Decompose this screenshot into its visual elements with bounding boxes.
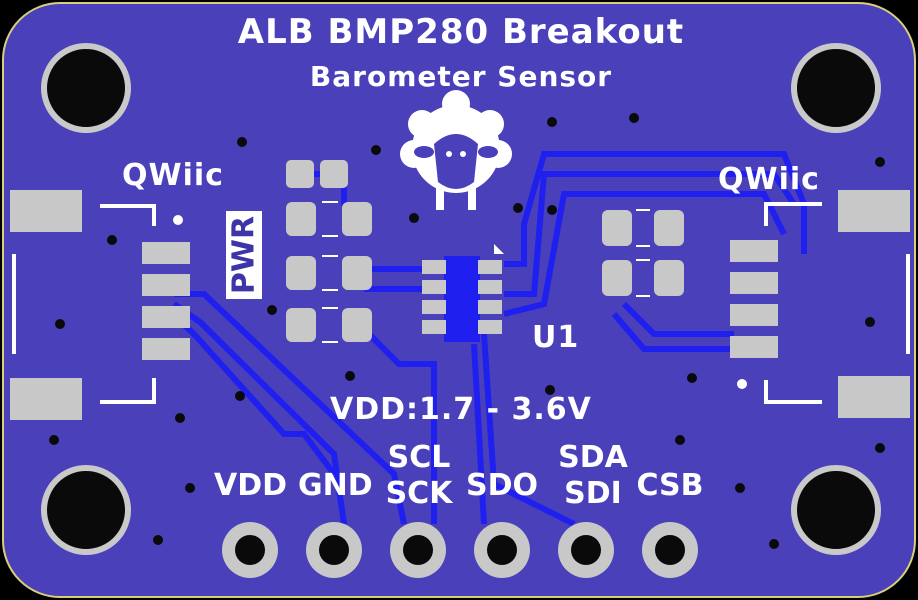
pin-label-line1: SCL xyxy=(387,440,451,475)
pin-1-marker-icon xyxy=(494,244,504,254)
header-pins xyxy=(222,522,698,578)
pin-label-line2: SCK xyxy=(385,476,453,511)
pin-label-gnd: GND xyxy=(298,468,373,503)
pcb-artwork xyxy=(10,43,910,578)
voltage-range-label: VDD:1.7 - 3.6V xyxy=(330,392,592,427)
vias xyxy=(49,113,885,549)
pin-label-line1: CSB xyxy=(636,468,704,503)
mounting-hole-icon xyxy=(41,43,131,133)
pin-label-line2: SDI xyxy=(564,476,622,511)
pin-label-scl-sck: SCL SCK xyxy=(378,440,460,512)
mounting-hole-icon xyxy=(791,465,881,555)
pin-label-sdo: SDO xyxy=(466,468,538,503)
pin-label-sda-sdi: SDA SDI xyxy=(552,440,634,512)
qwiic-connector-right xyxy=(730,190,910,418)
mounting-hole-icon xyxy=(41,465,131,555)
power-led-label: PWR xyxy=(226,211,262,299)
sheep-logo-icon xyxy=(400,90,512,210)
power-label-text: PWR xyxy=(226,215,262,295)
qwiic-left-label: QWiic xyxy=(122,158,224,193)
passive-outlines-right xyxy=(636,209,650,297)
pin-label-line1: GND xyxy=(298,468,373,503)
passive-components-left xyxy=(286,160,372,342)
passive-outlines-left xyxy=(322,201,338,343)
qwiic-right-label: QWiic xyxy=(718,162,820,197)
qwiic-connector-left xyxy=(10,190,190,420)
ic-u1-label: U1 xyxy=(532,320,580,355)
board-title: ALB BMP280 Breakout xyxy=(237,12,685,52)
pin-label-csb: CSB xyxy=(634,468,706,503)
mounting-hole-icon xyxy=(791,43,881,133)
pin-label-line1: SDO xyxy=(466,468,539,503)
pin-label-line1: SDA xyxy=(558,440,628,475)
passive-components-right xyxy=(602,210,684,296)
pin-label-vdd: VDD xyxy=(214,468,288,503)
board-subtitle: Barometer Sensor xyxy=(309,60,613,93)
ic-u1 xyxy=(422,244,504,342)
pin-label-line1: VDD xyxy=(214,468,288,503)
